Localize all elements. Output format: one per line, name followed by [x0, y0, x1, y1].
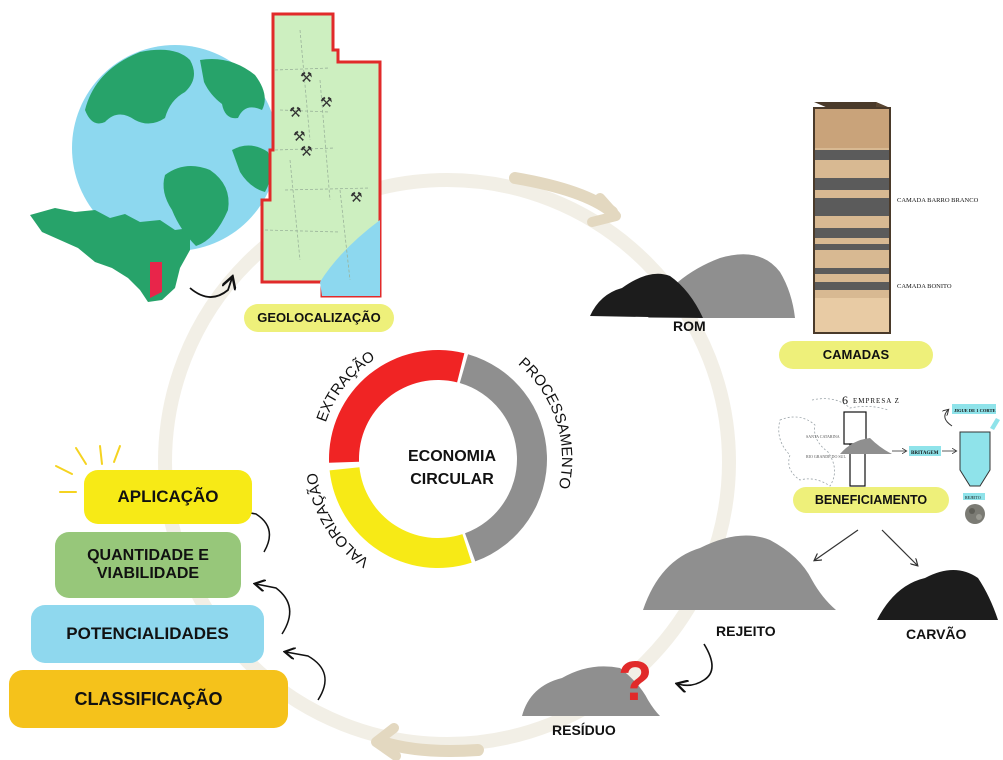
map-label-sc: SANTA CATARINA	[806, 434, 840, 439]
rom-piles	[590, 254, 795, 318]
mining-pick-icon: ⚒	[289, 105, 302, 121]
geolocalizacao-pill: GEOLOCALIZAÇÃO	[244, 304, 394, 332]
valorizacao-segment	[329, 467, 472, 568]
mining-pick-icon: ⚒	[320, 95, 333, 111]
carvao-label: CARVÃO	[906, 626, 967, 642]
question-mark-icon: ?	[618, 649, 652, 712]
cycle-arrow-icon	[509, 172, 621, 227]
geolocalizacao-label: GEOLOCALIZAÇÃO	[257, 309, 381, 325]
cycle-arrow-icon	[371, 723, 484, 760]
classificacao-label: CLASSIFICAÇÃO	[74, 688, 223, 709]
britagem-label: BRITAGEM	[911, 451, 939, 456]
beneficiamento-label: BENEFICIAMENTO	[814, 492, 928, 507]
mining-pick-icon: ⚒	[300, 70, 313, 86]
company-label: EMPRESA Z	[853, 397, 900, 405]
mining-pick-icon: ⚒	[300, 144, 313, 160]
mining-pick-icon: ⚒	[350, 190, 363, 206]
rejeito-tag-label: REJEITO	[965, 495, 981, 500]
britagem-tag	[909, 446, 941, 456]
aplicacao-label: APLICAÇÃO	[117, 487, 219, 507]
cycle-ring	[158, 173, 736, 751]
residuo-pile	[522, 666, 660, 716]
geolocation-map	[260, 12, 382, 298]
rejeito-label: REJEITO	[716, 623, 776, 639]
curved-arrow-icon	[678, 643, 713, 685]
center-title-line2: CIRCULAR	[410, 471, 494, 488]
processamento-segment	[459, 354, 547, 562]
center-title-line1: ECONOMIA	[408, 448, 496, 465]
strata-column	[813, 102, 891, 334]
rejeito-tag	[963, 493, 985, 500]
potencialidades-box: POTENCIALIDADES	[31, 605, 264, 663]
arrow-to-rejeito	[815, 529, 859, 560]
aplicacao-box: APLICAÇÃO	[84, 470, 252, 524]
quantidade-label: QUANTIDADE E	[87, 546, 209, 564]
mining-pick-icon: ⚒	[293, 129, 306, 145]
potencialidades-label: POTENCIALIDADES	[66, 624, 229, 644]
strata-label-barro-branco: CAMADA BARRO BRANCO	[897, 197, 979, 204]
classificacao-box: CLASSIFICAÇÃO	[9, 670, 288, 728]
rom-label: ROM	[673, 318, 706, 334]
jigue-label: JIGUE DE 1 CORTE	[954, 408, 995, 413]
globe-icon	[72, 45, 278, 251]
camadas-pill: CAMADAS	[779, 341, 933, 369]
arrow-to-carvao	[881, 529, 917, 565]
quantidade-viabilidade-box: QUANTIDADE E VIABILIDADE	[55, 532, 241, 598]
jigue-tag	[952, 404, 996, 414]
coal-sample-icon	[965, 504, 985, 524]
residuo-label: RESÍDUO	[552, 722, 616, 738]
curved-arrow-icon	[286, 652, 326, 701]
tank-icon	[959, 418, 1000, 487]
viabilidade-label: VIABILIDADE	[96, 565, 200, 582]
santa-catarina-map-icon	[30, 208, 190, 302]
sparkle-lines-icon	[55, 445, 121, 493]
rejeito-pile	[643, 535, 836, 610]
camadas-label: CAMADAS	[822, 346, 890, 362]
carvao-pile	[877, 570, 998, 620]
strata-label-bonito: CAMADA BONITO	[897, 283, 952, 290]
economia-circular-donut	[329, 350, 547, 568]
curved-arrow-icon	[234, 510, 271, 553]
curved-arrow-icon	[189, 278, 232, 298]
extracao-segment	[329, 350, 465, 463]
beneficiamento-map	[778, 398, 892, 487]
curved-arrow-icon	[256, 584, 291, 635]
company-number: 6	[842, 393, 848, 407]
map-label-rs: RIO GRANDE DO SUL	[806, 454, 846, 459]
beneficiamento-pill: BENEFICIAMENTO	[793, 487, 949, 513]
